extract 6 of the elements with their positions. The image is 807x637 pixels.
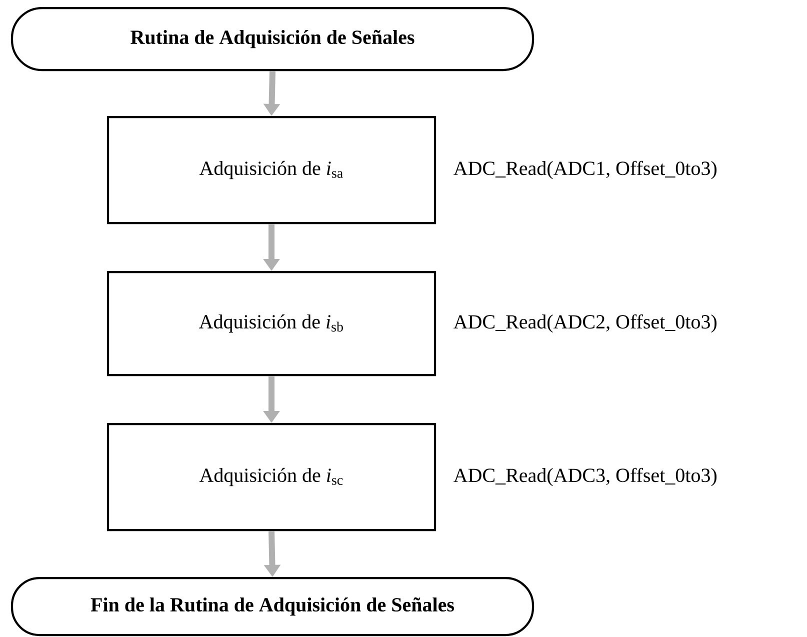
function-call-label: ADC_Read(ADC2, Offset_0to3) [454, 314, 716, 333]
function-call-label: ADC_Read(ADC1, Offset_0to3) [454, 160, 716, 180]
process-box: Adquisición de i$_{sb}$ [106, 270, 436, 376]
function-call-label: ADC_Read(ADC3, Offset_0to3) [454, 468, 716, 486]
process-box: Adquisición de i$_{sc}$ [106, 422, 436, 532]
process-box: Adquisición de i$_{sa}$ [106, 116, 436, 224]
